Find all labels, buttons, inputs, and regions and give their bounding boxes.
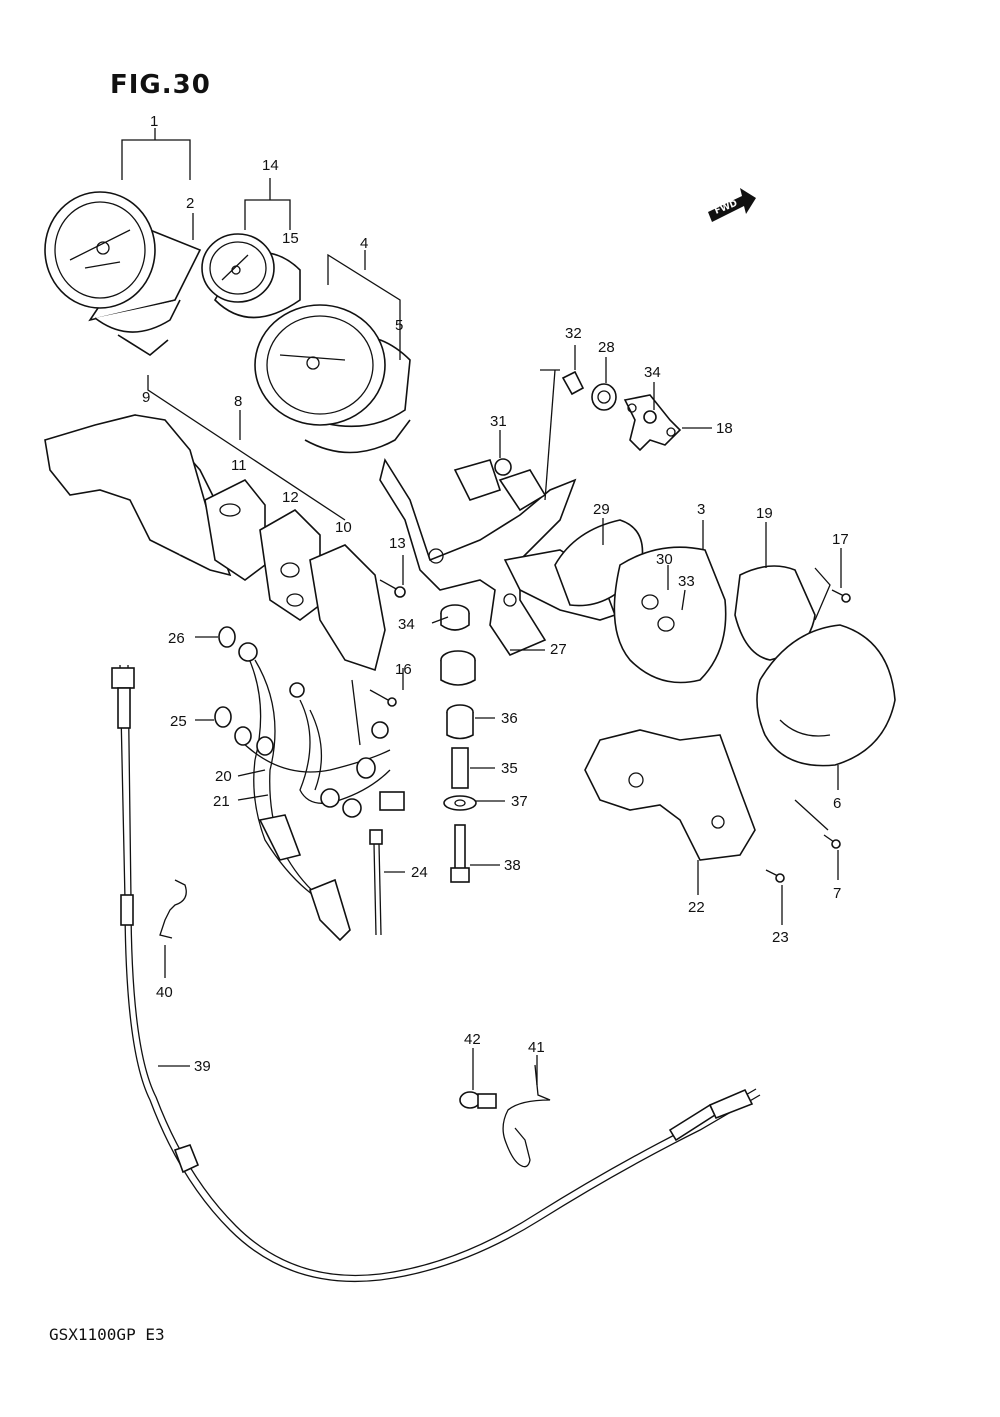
figure-title: FIG.30 bbox=[110, 70, 211, 100]
callout-32: 32 bbox=[565, 325, 582, 342]
callout-41: 41 bbox=[528, 1039, 545, 1056]
callout-37: 37 bbox=[511, 793, 528, 810]
callout-16: 16 bbox=[395, 661, 412, 678]
callout-2: 2 bbox=[186, 195, 194, 212]
callout-6: 6 bbox=[833, 795, 841, 812]
callout-26: 26 bbox=[168, 630, 185, 647]
meter-case-part bbox=[613, 546, 896, 767]
callout-34: 34 bbox=[398, 616, 415, 633]
callout-23: 23 bbox=[772, 929, 789, 946]
wiring-harness-part bbox=[214, 626, 405, 942]
small-parts-top bbox=[494, 370, 657, 476]
speedometer-cable-part bbox=[111, 664, 761, 1283]
callout-39: 39 bbox=[194, 1058, 211, 1075]
callout-31: 31 bbox=[490, 413, 507, 430]
callout-28: 28 bbox=[598, 339, 615, 356]
callout-38: 38 bbox=[504, 857, 521, 874]
grommet-stack-part bbox=[440, 604, 477, 883]
callout-10: 10 bbox=[335, 519, 352, 536]
callout-7: 7 bbox=[833, 885, 841, 902]
callout-8: 8 bbox=[234, 393, 242, 410]
clamps-part bbox=[159, 879, 551, 1168]
callout-9: 9 bbox=[142, 389, 150, 406]
callout-42: 42 bbox=[464, 1031, 481, 1048]
callout-17: 17 bbox=[832, 531, 849, 548]
callout-33: 33 bbox=[678, 573, 695, 590]
fwd-direction-arrow: FWD bbox=[708, 188, 756, 222]
callout-3: 3 bbox=[697, 501, 705, 518]
callout-22: 22 bbox=[688, 899, 705, 916]
callout-36: 36 bbox=[501, 710, 518, 727]
cable-tie-part bbox=[369, 829, 383, 936]
callout-35: 35 bbox=[501, 760, 518, 777]
callout-20: 20 bbox=[215, 768, 232, 785]
callout-13: 13 bbox=[389, 535, 406, 552]
callout-29: 29 bbox=[593, 501, 610, 518]
leader-lines bbox=[121, 128, 842, 1090]
callout-25: 25 bbox=[170, 713, 187, 730]
callout-1: 1 bbox=[150, 113, 158, 130]
speedometer-part bbox=[44, 191, 202, 356]
callout-30: 30 bbox=[656, 551, 673, 568]
callout-labels: 1 2 3 4 5 6 7 8 9 10 11 12 13 14 15 16 1… bbox=[142, 113, 849, 1075]
model-code: GSX1100GP E3 bbox=[49, 1325, 165, 1344]
tachometer-part bbox=[254, 304, 411, 454]
screws-part bbox=[369, 579, 851, 883]
callout-11: 11 bbox=[231, 457, 247, 474]
lower-case-part bbox=[44, 414, 386, 672]
callout-14: 14 bbox=[262, 157, 279, 174]
callout-21: 21 bbox=[213, 793, 230, 810]
callout-5: 5 bbox=[395, 317, 403, 334]
small-gauge-part bbox=[201, 233, 301, 319]
callout-24: 24 bbox=[411, 864, 428, 881]
callout-34-top: 34 bbox=[644, 364, 661, 381]
lower-cover-part bbox=[584, 729, 756, 861]
callout-4: 4 bbox=[360, 235, 368, 252]
callout-40: 40 bbox=[156, 984, 173, 1001]
callout-18: 18 bbox=[716, 420, 733, 437]
callout-27: 27 bbox=[550, 641, 567, 658]
callout-19: 19 bbox=[756, 505, 773, 522]
callout-15: 15 bbox=[282, 230, 299, 247]
callout-12: 12 bbox=[282, 489, 299, 506]
